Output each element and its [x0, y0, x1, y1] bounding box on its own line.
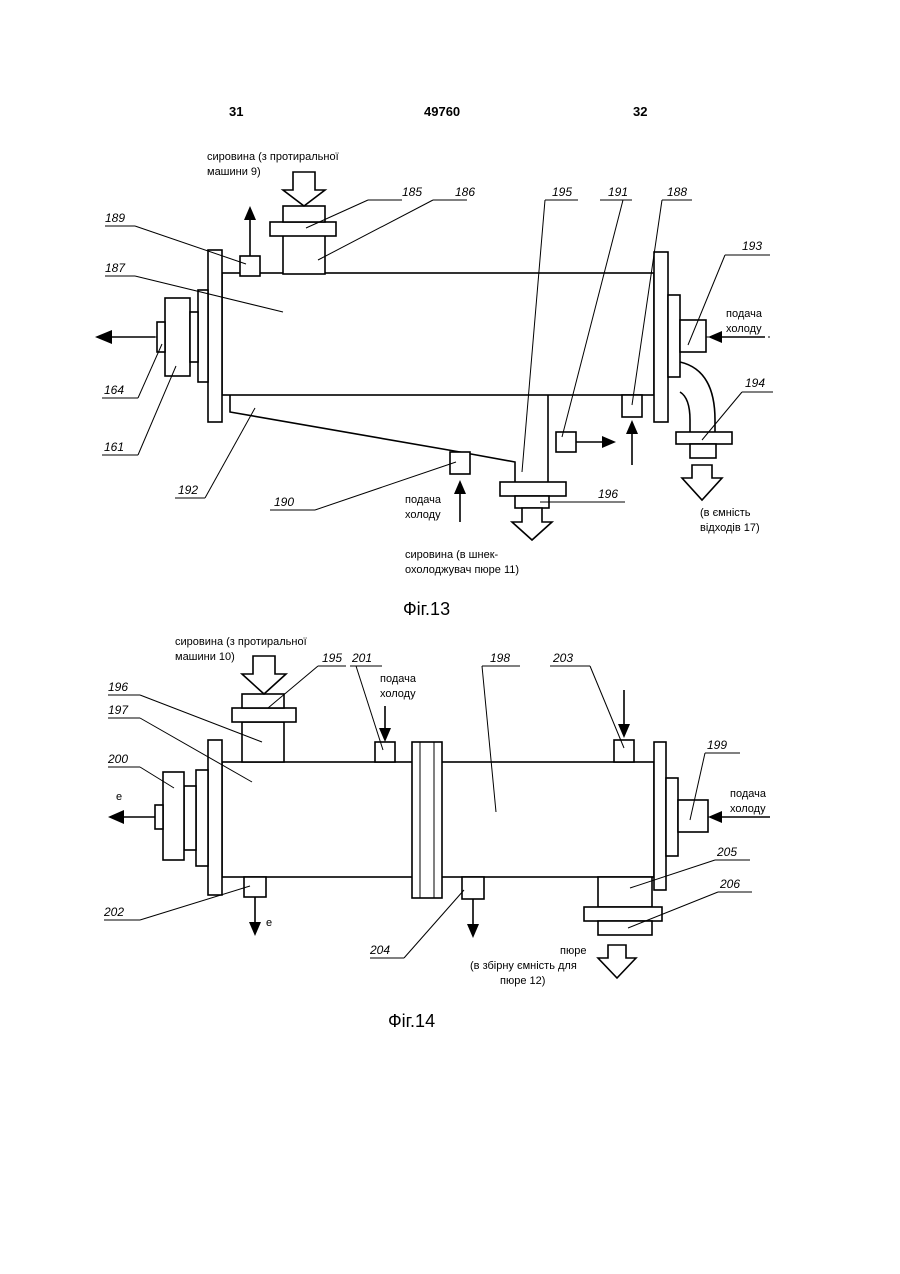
fig13-right-flange	[654, 252, 668, 422]
fig13-vent-arrow-icon	[244, 206, 256, 220]
fig13-label-187: 187	[105, 261, 126, 275]
fig14-label-204: 204	[369, 943, 390, 957]
fig14-label-205: 205	[716, 845, 737, 859]
fig14-port-203	[614, 740, 634, 762]
fig13-label-195: 195	[552, 185, 572, 199]
fig13-note-raw-out-1: сировина (в шнек-	[405, 549, 499, 561]
fig14-note-cold-right-2: холоду	[730, 803, 766, 815]
fig13-cold-arrow-icon	[708, 331, 722, 343]
patent-number: 49760	[424, 104, 460, 119]
fig13-motor-164	[165, 298, 190, 376]
fig14-label-198: 198	[490, 651, 510, 665]
fig14-label-199: 199	[707, 738, 727, 752]
fig13-label-193: 193	[742, 239, 762, 253]
fig13-raw-out-arrow-icon	[512, 508, 552, 540]
figure-13-diagram: сировина (з протиральної машини 9)	[0, 130, 900, 630]
fig13-note-raw-out-2: охолоджувач пюре 11)	[405, 564, 519, 576]
page-number-right: 32	[633, 104, 647, 119]
fig13-note-cold-2: холоду	[726, 323, 762, 335]
fig14-motor-200	[163, 772, 184, 860]
fig13-left-flange	[208, 250, 222, 422]
fig13-cold-inlet-193	[680, 320, 706, 352]
fig13-port-191	[556, 432, 576, 452]
page-number-left: 31	[229, 104, 243, 119]
fig14-letter-e-1: e	[116, 791, 122, 803]
fig13-note-cold-bottom-1: подача	[405, 494, 442, 506]
fig14-label-197: 197	[108, 703, 129, 717]
fig14-raw-in-arrow-icon	[242, 656, 286, 694]
fig13-label-164: 164	[104, 383, 124, 397]
fig13-label-191: 191	[608, 185, 628, 199]
fig13-right-cover	[668, 295, 680, 377]
fig14-cold-port-201	[375, 742, 395, 762]
fig14-note-puree-1: пюре	[560, 945, 586, 957]
fig14-label-201: 201	[351, 651, 372, 665]
fig14-right-flange	[654, 742, 666, 890]
fig14-outlet-arrow-icon	[108, 810, 124, 824]
fig13-label-188: 188	[667, 185, 687, 199]
fig13-vent-189	[240, 256, 260, 276]
fig13-note-waste-2: відходів 17)	[700, 522, 760, 534]
fig14-label-203: 203	[552, 651, 573, 665]
fig14-note-cold-mid-2: холоду	[380, 688, 416, 700]
fig13-bottom-funnel	[230, 395, 515, 482]
fig13-outlet-flange-196	[500, 482, 566, 496]
fig13-label-192: 192	[178, 483, 198, 497]
fig13-left-cover	[198, 290, 208, 382]
fig14-label-196: 196	[108, 680, 128, 694]
figure-14-diagram: сировина (з протиральної машини 10) e по…	[0, 630, 900, 1040]
fig13-label-196: 196	[598, 487, 618, 501]
fig13-note-waste-1: (в ємність	[700, 507, 751, 519]
fig14-outlet-pipe-205	[598, 877, 652, 907]
fig13-inlet-pipe	[283, 232, 325, 274]
fig13-note-raw-in-1: сировина (з протиральної	[207, 151, 339, 163]
fig14-label-195: 195	[322, 651, 342, 665]
fig13-note-cold-bottom-2: холоду	[405, 509, 441, 521]
fig14-note-raw-in-2: машини 10)	[175, 651, 235, 663]
fig14-note-cold-right-1: подача	[730, 788, 767, 800]
fig14-note-puree-3: пюре 12)	[500, 975, 545, 987]
fig13-note-raw-in-2: машини 9)	[207, 166, 261, 178]
fig14-label-200: 200	[107, 752, 128, 766]
fig14-label-206: 206	[719, 877, 740, 891]
fig14-caption: Фіг.14	[388, 1011, 435, 1031]
fig14-label-202: 202	[103, 905, 124, 919]
fig13-inlet-flange-185	[270, 222, 336, 236]
fig13-arrow-head-icon	[95, 330, 112, 344]
fig14-note-cold-mid-1: подача	[380, 673, 417, 685]
fig14-puree-arrow-icon	[598, 945, 636, 978]
fig13-note-cold-1: подача	[726, 308, 763, 320]
fig13-label-185: 185	[402, 185, 422, 199]
fig14-note-puree-2: (в збірну ємність для	[470, 960, 577, 972]
fig13-label-189: 189	[105, 211, 125, 225]
fig14-note-raw-in-1: сировина (з протиральної	[175, 636, 307, 648]
fig14-inlet-flange	[232, 708, 296, 722]
fig14-letter-e-2: e	[266, 917, 272, 929]
fig14-middle-flange	[412, 742, 442, 898]
fig13-waste-arrow-icon	[682, 465, 722, 500]
fig14-port-204	[462, 877, 484, 899]
fig13-caption: Фіг.13	[403, 599, 450, 619]
fig13-cylinder-body	[222, 273, 654, 395]
fig13-label-161: 161	[104, 440, 124, 454]
fig13-port-188	[622, 395, 642, 417]
fig13-label-186: 186	[455, 185, 475, 199]
fig14-inlet-pipe	[242, 722, 284, 762]
fig13-label-194: 194	[745, 376, 765, 390]
fig13-raw-in-arrow-icon	[283, 172, 325, 206]
fig13-label-190: 190	[274, 495, 294, 509]
